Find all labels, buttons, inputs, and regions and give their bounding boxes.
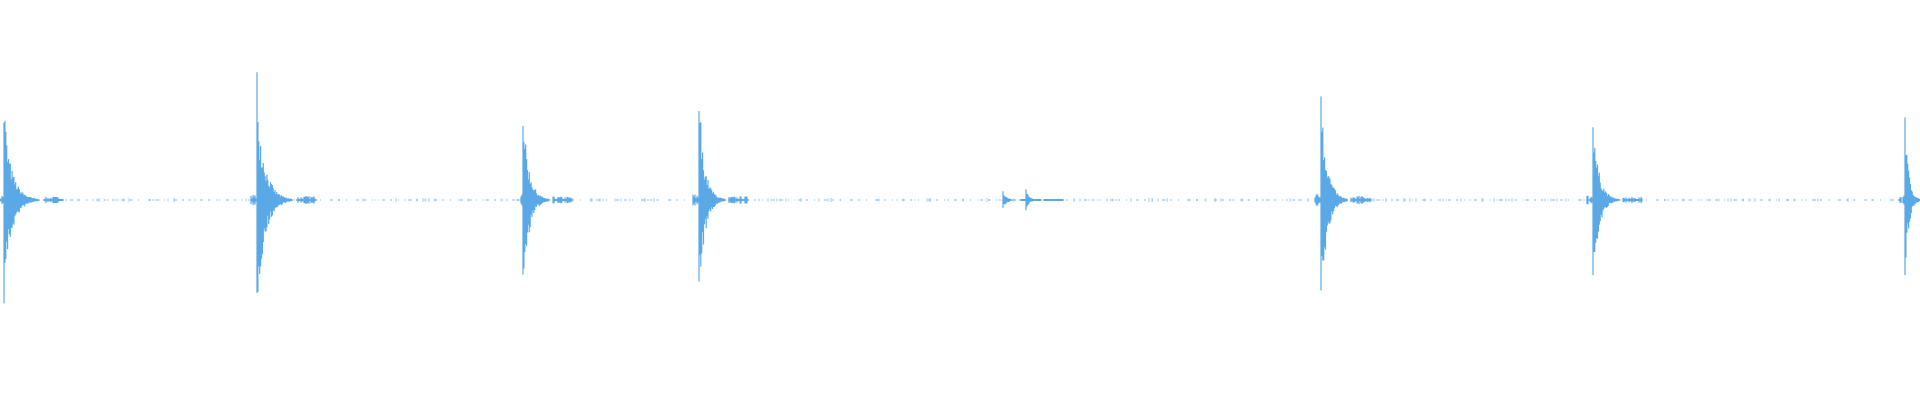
waveform-transient-path [1898, 117, 1920, 276]
waveform-transient-path [1314, 96, 1371, 291]
waveform-transient-path [1586, 127, 1643, 276]
waveform-transient-path [516, 125, 573, 275]
waveform-transient-path [250, 72, 317, 293]
waveform-transient [1314, 96, 1371, 291]
waveform-transients [0, 72, 1920, 304]
waveform-transient [0, 120, 64, 304]
waveform-transient [692, 111, 749, 282]
waveform-transient [1898, 117, 1920, 276]
waveform-transient-path [0, 120, 64, 304]
waveform-noise [11, 198, 1918, 202]
waveform-transient [1586, 127, 1643, 276]
waveform-transient [250, 72, 317, 293]
waveform-transient-path [692, 111, 749, 282]
waveform-transient [516, 125, 573, 275]
